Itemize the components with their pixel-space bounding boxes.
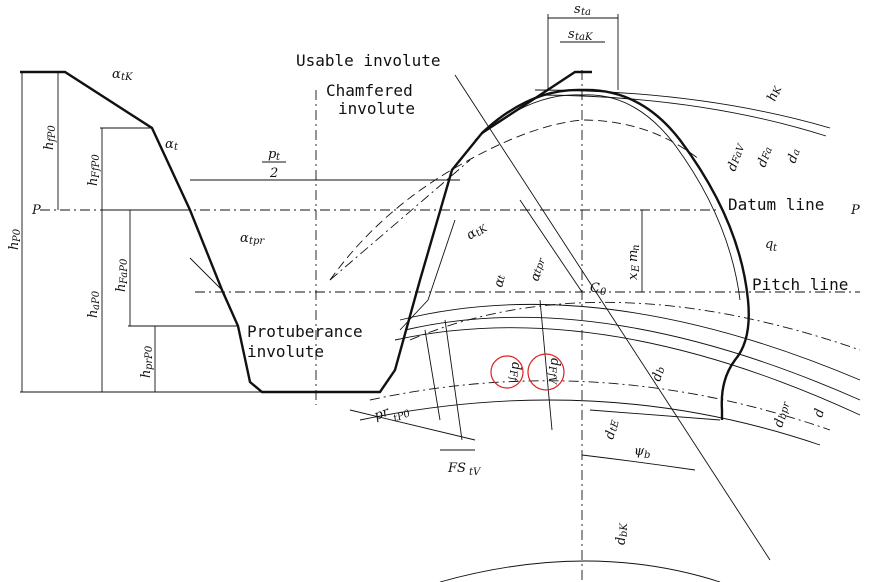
d-ffv-symbol: d [547,358,562,366]
chamfered-label-2: involute [338,99,415,118]
svg-text:ta: ta [581,7,591,18]
protuberance-label-1: Protuberance [247,322,363,341]
svg-text:tK: tK [121,72,133,83]
x-e-mn-symbol: x [626,272,641,280]
h-ffp0-symbol: h [86,178,101,186]
svg-text:tpr: tpr [249,236,265,247]
callout-labels: Usable involute Chamfered involute Datum… [247,51,848,361]
h-fap0-symbol: h [114,284,129,292]
h-fp0-symbol: h [42,142,57,150]
svg-text:0: 0 [600,287,607,298]
svg-text:t: t [773,243,778,254]
pitch-line-label: Pitch line [752,275,848,294]
d-te-symbol: d [602,429,619,441]
c0-symbol: C [590,281,600,296]
svg-text:FfP0: FfP0 [91,154,102,179]
svg-text:fP0: fP0 [47,125,58,143]
d-ffv-highlight [527,353,565,391]
d-bk-symbol: d [614,537,629,545]
p-left-symbol: P [31,203,41,218]
d-symbol: d [811,407,828,419]
alpha-t-gear-symbol: α [491,276,508,289]
svg-text:b: b [644,450,650,461]
svg-text:Ff: Ff [507,369,518,383]
svg-text:t: t [276,152,281,163]
h-prp0-symbol: h [139,370,154,378]
chamfered-label-1: Chamfered [326,81,413,100]
gear-tooth-profile [329,88,750,420]
svg-text:m: m [626,250,641,262]
svg-text:FfV: FfV [546,365,557,386]
svg-text:prP0: prP0 [144,345,155,370]
datum-line-label: Datum line [728,195,824,214]
svg-text:n: n [631,245,642,251]
pt-numerator: p [268,147,277,162]
rack-reference-lines [20,70,860,582]
d-ff-symbol: d [508,362,523,370]
svg-text:FaP0: FaP0 [119,258,130,285]
h-ap0-symbol: h [86,310,101,318]
d-bpr-symbol: d [771,417,788,429]
symbol-labels: s ta s taK α tK α t α tpr p t 2 P P h P0… [7,2,860,545]
alpha-tpr-symbol: α [240,231,249,246]
svg-text:tV: tV [469,467,482,478]
s-tak-symbol: s [568,27,575,42]
construction-lines [329,74,771,561]
svg-text:P0: P0 [12,228,23,243]
gear-circles [359,89,861,582]
svg-text:bpr: bpr [777,400,792,421]
svg-text:t: t [174,142,179,153]
svg-text:a: a [790,148,802,157]
svg-text:b: b [655,366,667,375]
protuberance-label-2: involute [247,342,324,361]
svg-text:Fa: Fa [760,146,775,162]
fs-tv-symbol: FS [447,461,466,476]
svg-text:E: E [631,264,642,273]
svg-text:aP0: aP0 [91,290,102,310]
pt-denominator: 2 [269,166,278,181]
alpha-tk-symbol: α [112,67,121,82]
p-right-symbol: P [850,203,860,218]
h-p0-symbol: h [7,242,22,250]
rack-height-dimensions [21,72,460,392]
svg-text:t: t [496,273,508,281]
s-ta-symbol: s [574,2,581,17]
svg-text:taK: taK [575,32,593,43]
svg-text:tE: tE [608,418,622,432]
svg-text:bK: bK [619,523,630,537]
pr-tp0-symbol: pr [372,404,392,423]
svg-text:tpr: tpr [532,256,548,275]
d-ff-highlight [490,355,524,389]
svg-text:FaV: FaV [730,141,748,166]
alpha-t-symbol: α [165,137,174,152]
usable-involute-label: Usable involute [296,51,441,70]
q-t-symbol: q [765,237,773,252]
psi-b-symbol: ψ [634,444,645,459]
d-b-symbol: d [649,371,666,383]
